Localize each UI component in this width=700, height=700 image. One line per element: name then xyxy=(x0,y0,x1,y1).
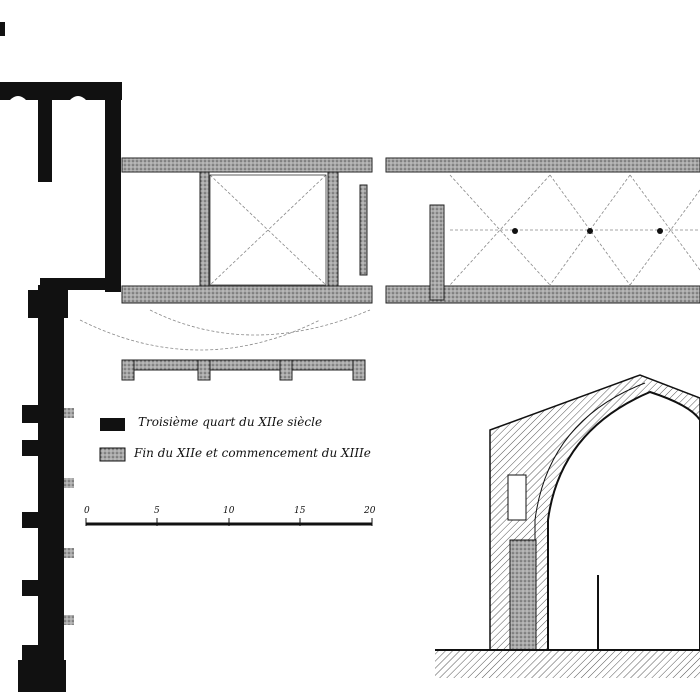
scale-tick-label: 10 xyxy=(223,506,235,516)
west-tower xyxy=(0,82,122,292)
scale-tick-label: 20 xyxy=(364,506,376,516)
vault-bosses xyxy=(512,228,663,234)
legend-label-dotted: Fin du XIIe et commencement du XIIIe xyxy=(134,446,371,460)
vault-ribs xyxy=(79,174,700,351)
legend-swatch-black xyxy=(100,418,125,431)
foundation-row xyxy=(121,359,366,381)
corner-mark xyxy=(0,22,5,36)
scale-bar xyxy=(85,518,373,526)
scale-tick-label: 0 xyxy=(84,506,90,516)
scale-tick-label: 5 xyxy=(154,506,160,516)
legend-label-black: Troisième quart du XIIe siècle xyxy=(138,415,323,429)
section-elevation xyxy=(435,374,700,678)
nave-walls xyxy=(121,157,700,304)
legend-swatch-dotted xyxy=(99,447,126,462)
scale-tick-label: 15 xyxy=(294,506,306,516)
west-aisle-wall xyxy=(18,285,74,692)
